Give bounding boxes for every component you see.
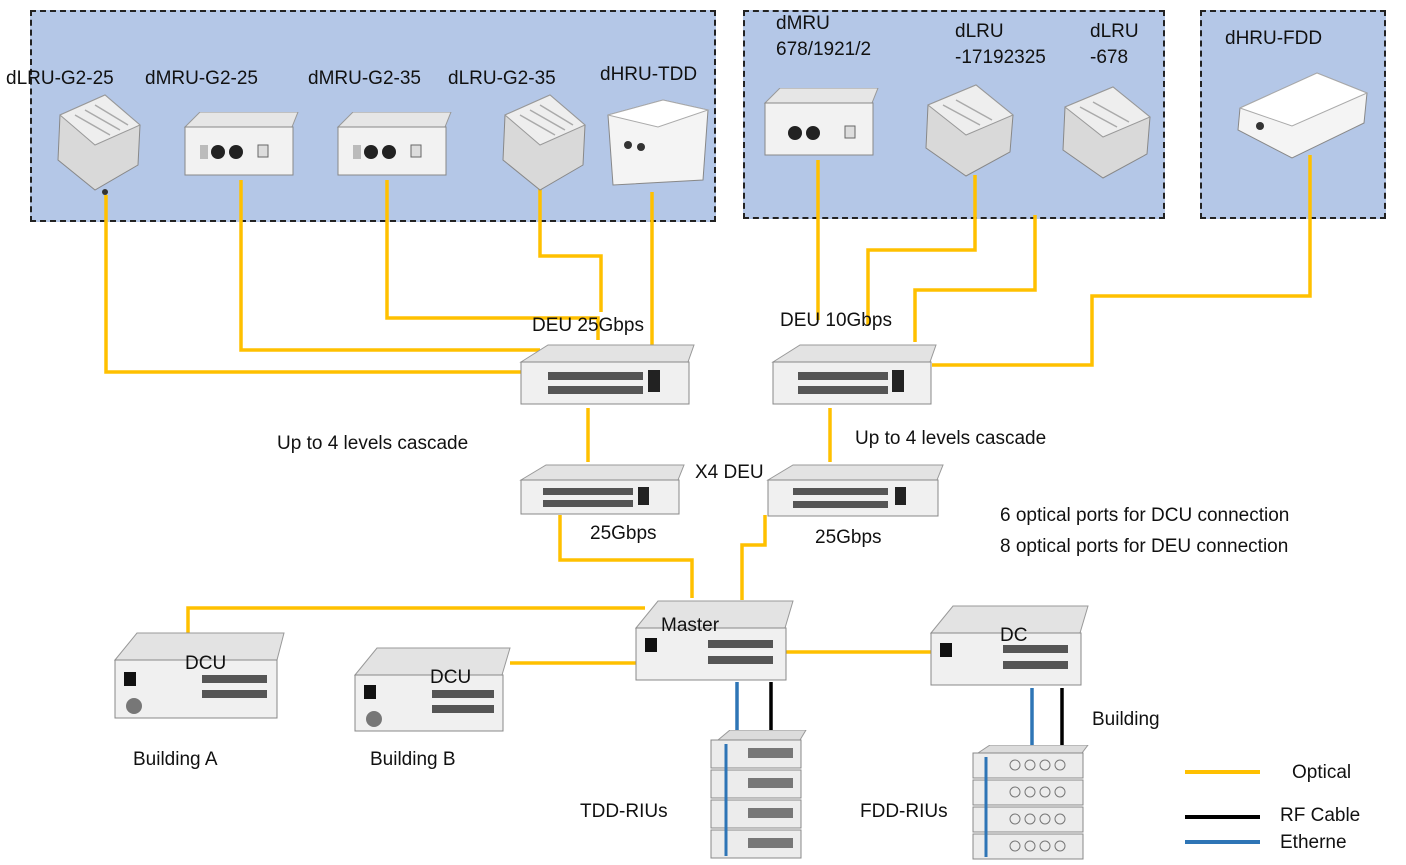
deu-x4-right-device xyxy=(766,464,944,517)
label-dhru-tdd: dHRU-TDD xyxy=(600,64,698,85)
optical-link-dmru-g2-25 xyxy=(239,180,540,352)
label-building-b: Building B xyxy=(370,749,456,770)
label-cascade-left: Up to 4 levels cascade xyxy=(277,433,469,454)
label-building-a: Building A xyxy=(133,749,218,770)
dlru-g2-25-device xyxy=(57,94,141,195)
dmru-g2-35-device xyxy=(336,112,452,176)
ports-note-deu: 8 optical ports for DEU connection xyxy=(1000,536,1289,557)
ports-note-dcu: 6 optical ports for DCU connection xyxy=(1000,505,1290,526)
optical-link-dmru-g2-35 xyxy=(385,180,600,340)
optical-link-dlru-678 xyxy=(913,215,1037,342)
deu-x4-left-device xyxy=(519,464,685,515)
label-x4-deu: X4 DEU xyxy=(695,462,764,483)
label-dcu-a: DCU xyxy=(185,653,227,674)
rf-links xyxy=(769,682,1064,748)
label-dhru-fdd: dHRU-FDD xyxy=(1225,28,1323,49)
dcu-b-device xyxy=(353,647,511,732)
label-dmru-g2-25: dMRU-G2-25 xyxy=(145,68,258,89)
dmru-g2-25-device xyxy=(183,112,299,176)
label-deu-10gbps: DEU 10Gbps xyxy=(780,310,892,331)
optical-link-x4-right-master xyxy=(740,515,767,600)
label-dlru-678: dLRU -678 xyxy=(1090,21,1139,68)
optical-link-master-dcu-a xyxy=(186,606,645,635)
dhru-tdd-device xyxy=(607,99,710,186)
dhru-fdd-device xyxy=(1237,72,1369,159)
label-deu-25gbps: DEU 25Gbps xyxy=(532,315,644,336)
label-dcu-b: DCU xyxy=(430,667,472,688)
deu-10gbps-device xyxy=(771,344,937,405)
optical-link-dlru-1719 xyxy=(866,175,977,325)
dlru-g2-35-device xyxy=(502,94,586,191)
label-dmru-678: dMRU 678/1921/2 xyxy=(776,13,872,60)
optical-link-dlru-g2-25 xyxy=(104,195,540,374)
dlru-678-device xyxy=(1062,86,1151,179)
tdd-rius-device xyxy=(710,730,807,859)
master-device xyxy=(634,600,794,681)
label-fdd-rius: FDD-RIUs xyxy=(860,801,948,822)
legend-label-optical: Optical xyxy=(1292,762,1352,783)
fdd-rius-device xyxy=(972,745,1089,860)
dmru-678-device xyxy=(763,88,879,156)
label-speed-left: 25Gbps xyxy=(590,523,657,544)
optical-link-x4-left-master xyxy=(558,515,694,598)
legend-label-ethernet: Etherne xyxy=(1280,832,1347,853)
label-master: Master xyxy=(661,615,720,636)
legend-swatch-ethernet xyxy=(1185,840,1260,844)
label-dmru-g2-35: dMRU-G2-35 xyxy=(308,68,421,89)
dcu-a-device xyxy=(113,632,285,719)
label-cascade-right: Up to 4 levels cascade xyxy=(855,428,1047,449)
optical-link-dlru-g2-35 xyxy=(538,165,603,312)
label-dc: DC xyxy=(1000,625,1028,646)
label-tdd-rius: TDD-RIUs xyxy=(580,801,668,822)
optical-link-dhru-fdd xyxy=(932,155,1312,367)
label-dlru-1719: dLRU -17192325 xyxy=(955,21,1046,68)
label-building: Building xyxy=(1092,709,1160,730)
optical-links xyxy=(104,155,1312,665)
legend-swatch-optical xyxy=(1185,770,1260,774)
ethernet-links xyxy=(735,682,1034,748)
label-dlru-g2-35: dLRU-G2-35 xyxy=(448,68,556,89)
dc-device xyxy=(929,605,1089,686)
deu-25gbps-device xyxy=(519,344,695,405)
label-dlru-g2-25: dLRU-G2-25 xyxy=(6,68,114,89)
legend-label-rf-cable: RF Cable xyxy=(1280,805,1361,826)
label-speed-right: 25Gbps xyxy=(815,527,882,548)
legend-swatch-rf-cable xyxy=(1185,815,1260,819)
dlru-1719-device xyxy=(925,84,1014,177)
